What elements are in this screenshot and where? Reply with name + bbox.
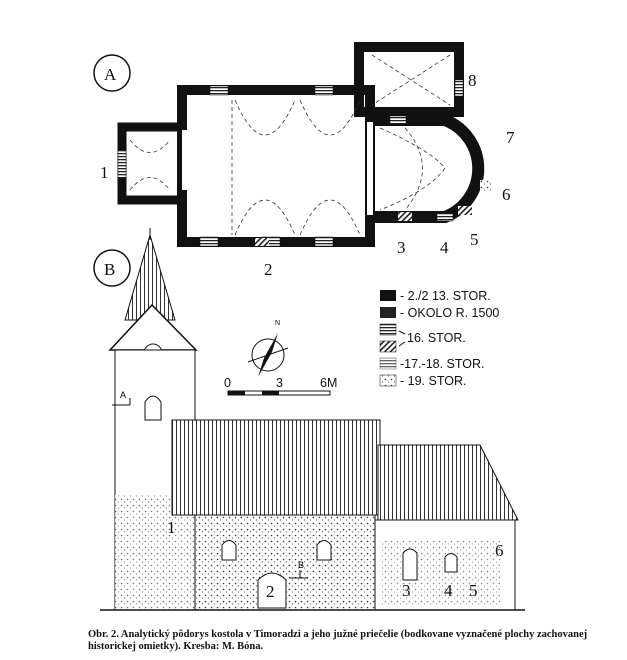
- scale-tick: 6M: [320, 376, 337, 390]
- north-compass-icon: N: [247, 320, 289, 377]
- elevation-number: 5: [469, 581, 478, 600]
- legend-item: 16. STOR.: [407, 331, 466, 345]
- plan-number: 1: [100, 163, 109, 182]
- section-mark-a: A: [120, 390, 126, 400]
- elevation-number: 2: [266, 582, 275, 601]
- elevation-number: 4: [444, 581, 453, 600]
- scale-bar: 0 3 6M: [224, 376, 337, 396]
- legend-swatch: [379, 357, 397, 370]
- legend-item: - 19. STOR.: [400, 374, 466, 388]
- elevation-label: B: [104, 260, 115, 279]
- plan-number: 6: [502, 185, 511, 204]
- legend-item: - 2./2 13. STOR.: [400, 289, 491, 303]
- legend-swatch: [379, 323, 397, 336]
- plan-number: 8: [468, 71, 477, 90]
- elevation-number: 3: [402, 581, 411, 600]
- legend-item: -17.-18. STOR.: [400, 357, 485, 371]
- legend-swatch: [380, 307, 396, 318]
- floor-plan: A 1 2 3 4 5 6 7 8: [93, 42, 515, 279]
- plan-number: 3: [397, 238, 406, 257]
- compass-north-label: N: [275, 320, 280, 327]
- scale-tick: 0: [224, 376, 231, 390]
- elevation-number: 1: [167, 518, 176, 537]
- legend-swatch: [379, 340, 397, 353]
- south-elevation: B 1 2 3 4 5 6 A B: [93, 228, 525, 611]
- section-mark-b: B: [298, 560, 304, 570]
- plan-number: 2: [264, 260, 273, 279]
- figure-caption: Obr. 2. Analytický pôdorys kostola v Tim…: [88, 629, 588, 652]
- elevation-number: 6: [495, 541, 504, 560]
- legend: - 2./2 13. STOR. - OKOLO R. 1500 16. STO…: [379, 289, 499, 388]
- legend-swatch: [379, 374, 397, 387]
- scale-tick: 3: [276, 376, 283, 390]
- plan-label: A: [104, 65, 117, 84]
- plan-number: 5: [470, 230, 479, 249]
- plan-number: 7: [506, 128, 515, 147]
- plan-number: 4: [440, 238, 449, 257]
- legend-swatch: [380, 290, 396, 301]
- legend-item: - OKOLO R. 1500: [400, 306, 499, 320]
